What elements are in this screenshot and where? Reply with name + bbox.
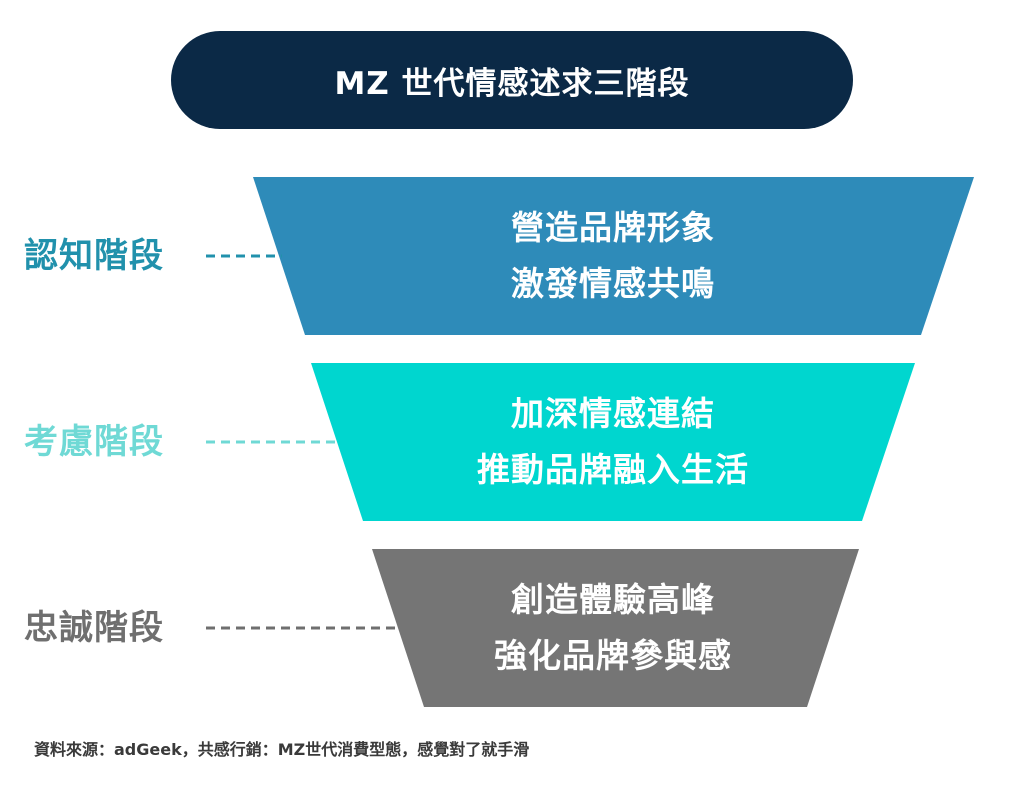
- title-banner: MZ 世代情感述求三階段: [171, 31, 853, 129]
- stage-loyalty-text: 創造體驗高峰 強化品牌參與感: [440, 572, 786, 684]
- diagram-title: MZ 世代情感述求三階段: [334, 65, 690, 102]
- funnel-stage-loyalty: [372, 549, 859, 707]
- stage-label-awareness: 認知階段: [24, 236, 164, 276]
- stage-consideration-text: 加深情感連結 推動品牌融入生活: [420, 386, 806, 498]
- stage-consideration-line1: 加深情感連結: [511, 394, 715, 433]
- funnel-stage-awareness: [253, 177, 974, 335]
- funnel-stage-consideration: [311, 363, 915, 521]
- stage-label-loyalty: 忠誠階段: [24, 608, 164, 648]
- source-note: 資料來源：adGeek，共感行銷：MZ世代消費型態，感覺對了就手滑: [34, 740, 530, 759]
- stage-loyalty-line1: 創造體驗高峰: [511, 580, 715, 619]
- stage-consideration-line2: 推動品牌融入生活: [477, 450, 749, 489]
- stage-awareness-text: 營造品牌形象 激發情感共鳴: [440, 200, 786, 312]
- stage-awareness-line2: 激發情感共鳴: [511, 264, 715, 303]
- stage-loyalty-line2: 強化品牌參與感: [494, 636, 732, 675]
- stage-label-consideration: 考慮階段: [24, 422, 164, 462]
- stage-awareness-line1: 營造品牌形象: [511, 208, 715, 247]
